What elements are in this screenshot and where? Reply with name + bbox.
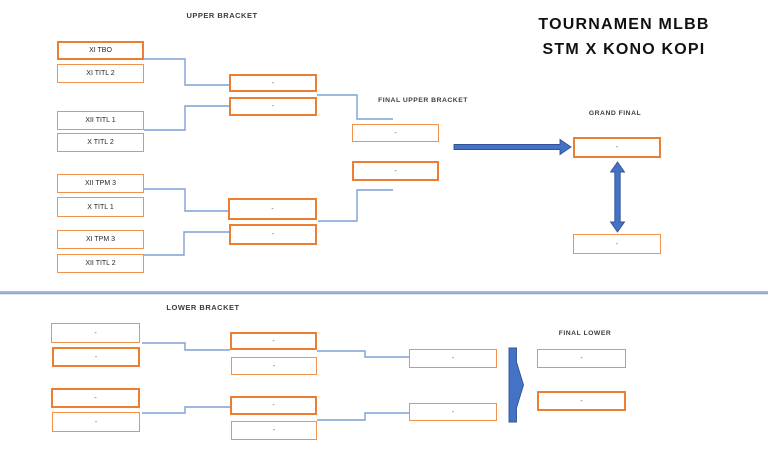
team-box-xii-titl-2[interactable]: XII TITL 2: [57, 254, 144, 273]
final-lower-heading: FINAL LOWER: [558, 330, 612, 337]
lower-semi-slot-1[interactable]: -: [409, 349, 497, 368]
team-box-xi-tpm-3[interactable]: XI TPM 3: [57, 230, 144, 249]
team-box-xi-titl-2[interactable]: XI TITL 2: [57, 64, 144, 83]
upper-round2-slot-4[interactable]: -: [229, 224, 317, 245]
final-lower-slot-2[interactable]: -: [537, 391, 626, 411]
team-box-x-titl-2[interactable]: X TITL 2: [57, 133, 144, 152]
lower-round2-slot-4[interactable]: -: [231, 421, 317, 440]
section-divider: [0, 291, 768, 294]
final-upper-slot-2[interactable]: -: [352, 161, 439, 181]
lower-round2-slot-2[interactable]: -: [231, 357, 317, 375]
lower-round1-slot-3[interactable]: -: [51, 388, 140, 408]
tournament-title-line1: TOURNAMEN MLBB: [538, 16, 710, 33]
lower-bracket-heading: LOWER BRACKET: [166, 303, 240, 312]
team-box-xi-tbo[interactable]: XI TBO: [57, 41, 144, 60]
team-box-xii-titl-1[interactable]: XII TITL 1: [57, 111, 144, 130]
lower-round2-slot-1[interactable]: -: [230, 332, 317, 350]
grand-final-arrow-icon: [453, 138, 572, 156]
final-lower-arrow-icon: [508, 347, 524, 423]
grand-final-double-arrow-icon: [609, 161, 626, 233]
upper-round2-slot-2[interactable]: -: [229, 97, 317, 116]
final-lower-slot-1[interactable]: -: [537, 349, 626, 368]
upper-round2-slot-1[interactable]: -: [229, 74, 317, 92]
team-box-xii-tpm-3[interactable]: XII TPM 3: [57, 174, 144, 193]
grand-final-heading: GRAND FINAL: [588, 110, 642, 117]
grand-final-slot-2[interactable]: -: [573, 234, 661, 254]
section-divider-edge: [0, 293, 768, 295]
lower-round2-slot-3[interactable]: -: [230, 396, 317, 415]
tournament-title-line2: STM X KONO KOPI: [542, 41, 706, 58]
final-upper-slot-1[interactable]: -: [352, 124, 439, 142]
upper-round2-slot-3[interactable]: -: [228, 198, 317, 220]
final-upper-heading: FINAL UPPER BRACKET: [378, 97, 468, 104]
lower-semi-slot-2[interactable]: -: [409, 403, 497, 421]
upper-bracket-heading: UPPER BRACKET: [186, 11, 258, 20]
lower-round1-slot-2[interactable]: -: [52, 347, 140, 367]
team-box-x-titl-1[interactable]: X TITL 1: [57, 197, 144, 217]
lower-round1-slot-4[interactable]: -: [52, 412, 140, 432]
lower-round1-slot-1[interactable]: -: [51, 323, 140, 343]
grand-final-slot-1[interactable]: -: [573, 137, 661, 158]
